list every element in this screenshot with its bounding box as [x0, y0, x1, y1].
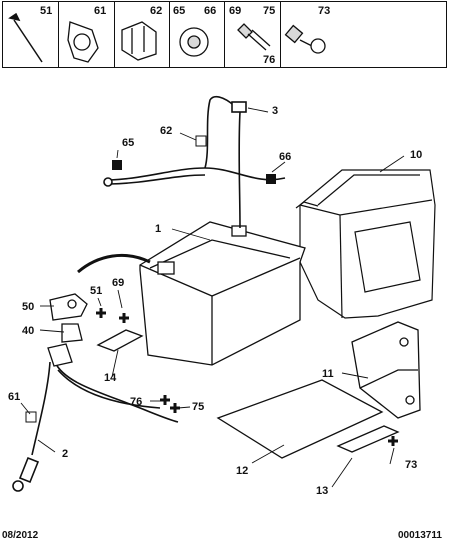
legend-label-76: 76	[263, 54, 275, 66]
callout-69: 69	[112, 277, 124, 289]
thumb-grommet	[179, 27, 209, 57]
legend-label-61: 61	[94, 5, 106, 17]
legend-cell-61	[59, 2, 115, 67]
legend-label-69: 69	[229, 5, 241, 17]
grommet-66-marker	[266, 174, 276, 184]
thumb-tie-strap	[8, 12, 43, 63]
battery-support	[351, 321, 421, 419]
tag-62-marker	[195, 135, 207, 147]
callout-2: 2	[62, 448, 68, 460]
callout-65: 65	[122, 137, 134, 149]
legend-label-65: 65	[173, 5, 185, 17]
cable-harness-bottom	[12, 253, 179, 492]
tag-61-marker	[25, 411, 37, 423]
parts-legend	[2, 1, 447, 68]
clamp-assembly	[47, 293, 88, 367]
grommet-65-marker	[112, 160, 122, 170]
callout-10: 10	[410, 149, 422, 161]
legend-cell-51	[3, 2, 59, 67]
callout-12: 12	[236, 465, 248, 477]
footer-date: 08/2012	[2, 530, 39, 541]
legend-cell-62	[115, 2, 170, 67]
callout-11: 11	[322, 368, 334, 380]
callout-76: 76	[130, 396, 142, 408]
callout-73: 73	[405, 459, 417, 471]
legend-cell-69-75-76	[225, 2, 281, 67]
callout-51: 51	[90, 285, 102, 297]
callout-62: 62	[160, 125, 172, 137]
callout-3: 3	[272, 105, 278, 117]
leader-lines	[20, 107, 405, 488]
thumb-clip-62	[121, 21, 157, 61]
thumb-bolt-73	[284, 24, 326, 54]
callout-75: 75	[192, 401, 204, 413]
cable-harness-top	[103, 95, 286, 229]
callout-61: 61	[8, 391, 20, 403]
legend-label-51: 51	[40, 5, 52, 17]
thumb-bolt-75	[237, 23, 271, 51]
legend-label-73: 73	[318, 5, 330, 17]
callout-40: 40	[22, 325, 34, 337]
callout-14: 14	[104, 372, 117, 384]
insulating-pad	[216, 379, 384, 459]
callout-13: 13	[316, 485, 328, 497]
legend-label-66: 66	[204, 5, 216, 17]
plate-13	[336, 425, 400, 453]
battery	[139, 221, 306, 366]
bracket-14	[96, 329, 144, 352]
callout-1: 1	[155, 223, 161, 235]
battery-tray	[295, 169, 436, 319]
legend-cell-65-66	[170, 2, 225, 67]
callout-66: 66	[279, 151, 291, 163]
callout-50: 50	[22, 301, 34, 313]
footer-code: 00013711	[398, 530, 442, 541]
thumb-clip-61	[67, 21, 99, 63]
legend-label-75: 75	[263, 5, 275, 17]
legend-label-62: 62	[150, 5, 162, 17]
